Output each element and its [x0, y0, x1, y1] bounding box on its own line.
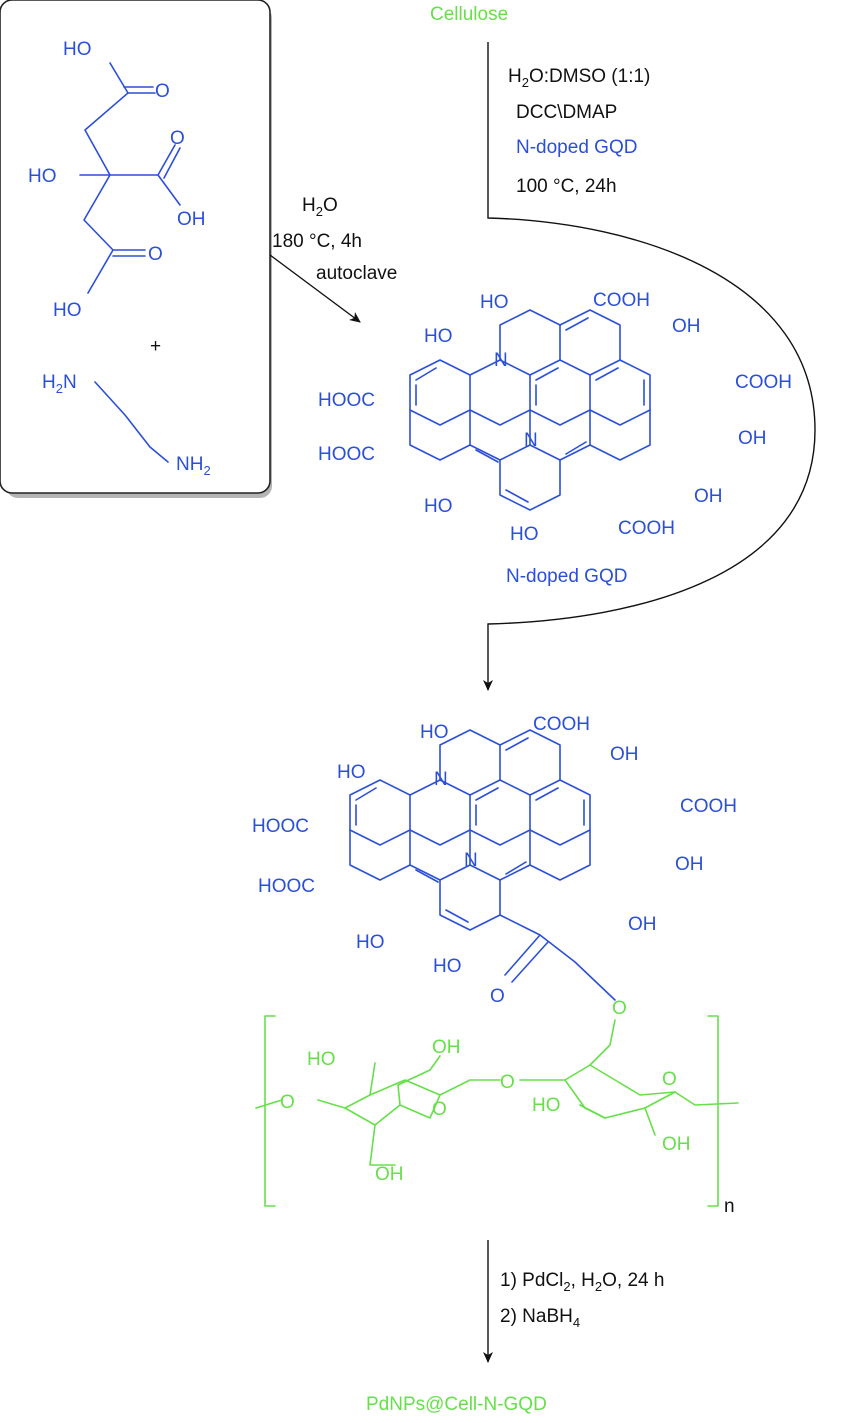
atom-label: OH: [738, 428, 767, 449]
atom-label: N: [434, 769, 448, 790]
atom-label: O: [490, 986, 505, 1007]
atom-label: HO: [424, 326, 453, 347]
gqd-structure-bottom: [349, 729, 616, 1001]
cellulose-structure: [255, 1015, 739, 1207]
gqd-structure-top: [409, 309, 651, 511]
atom-label: O: [432, 1099, 447, 1120]
atom-label: COOH: [735, 372, 792, 393]
atom-label: HO: [28, 166, 57, 187]
atom-label: OH: [672, 316, 701, 337]
atom-label: OH: [177, 209, 206, 230]
atom-label: O: [280, 1092, 295, 1113]
atom-label: OH: [694, 486, 723, 507]
atom-label: OH: [432, 1037, 461, 1058]
atom-label: N: [524, 430, 538, 451]
atom-label: HOOC: [258, 876, 315, 897]
atom-label: HO: [510, 524, 539, 545]
atom-label: HO: [356, 932, 385, 953]
atom-label: COOH: [533, 714, 590, 735]
atom-label: HOOC: [252, 816, 309, 837]
atom-label: COOH: [680, 796, 737, 817]
atom-label: O: [662, 1069, 677, 1090]
step3-line2: 2) NaBH4: [500, 1306, 580, 1330]
atom-label: COOH: [618, 518, 675, 539]
step1-vessel: autoclave: [316, 263, 397, 284]
repeat-unit-n: n: [724, 1196, 735, 1217]
atom-label: OH: [610, 744, 639, 765]
step1-solvent: H2O: [302, 195, 338, 219]
atom-label: O: [148, 244, 163, 265]
precursor-box: [0, 0, 272, 498]
product-label: PdNPs@Cell-N-GQD: [366, 1394, 547, 1415]
atom-label: OH: [628, 914, 657, 935]
atom-label: N: [494, 350, 508, 371]
atom-label: HO: [420, 722, 449, 743]
step2-solvent: H2O:DMSO (1:1): [508, 66, 650, 90]
atom-label: OH: [375, 1164, 404, 1185]
atom-label: N: [464, 850, 478, 871]
atom-label: OH: [675, 854, 704, 875]
step2-coupling: DCC\DMAP: [516, 102, 617, 123]
atom-label: OH: [662, 1134, 691, 1155]
atom-label: HOOC: [318, 444, 375, 465]
step1-conditions: 180 °C, 4h: [272, 231, 362, 252]
atom-label: HOOC: [318, 390, 375, 411]
step2-reactant: N-doped GQD: [516, 137, 637, 158]
atom-label: HO: [53, 300, 82, 321]
atom-label: HO: [337, 762, 366, 783]
atom-label: COOH: [593, 290, 650, 311]
atom-label: HO: [424, 496, 453, 517]
atom-label: O: [500, 1072, 515, 1093]
atom-label: HO: [63, 39, 92, 60]
citric-acid-structure: [79, 62, 181, 294]
plus-sign: +: [150, 336, 161, 357]
ethylenediamine-structure: [94, 381, 169, 463]
cellulose-reagent: Cellulose: [430, 4, 508, 25]
atom-label: HO: [433, 956, 462, 977]
reaction-arrow: [269, 254, 361, 323]
step2-conditions: 100 °C, 24h: [516, 176, 617, 197]
step3-line1: 1) PdCl2, H2O, 24 h: [500, 1270, 664, 1294]
curved-reaction-arrow: [483, 42, 816, 691]
atom-label: HO: [480, 292, 509, 313]
atom-label: O: [170, 128, 185, 149]
atom-label: O: [155, 81, 170, 102]
atom-label: HO: [532, 1095, 561, 1116]
gqd-label: N-doped GQD: [506, 566, 627, 587]
atom-label: O: [612, 998, 627, 1019]
atom-label: HO: [307, 1049, 336, 1070]
